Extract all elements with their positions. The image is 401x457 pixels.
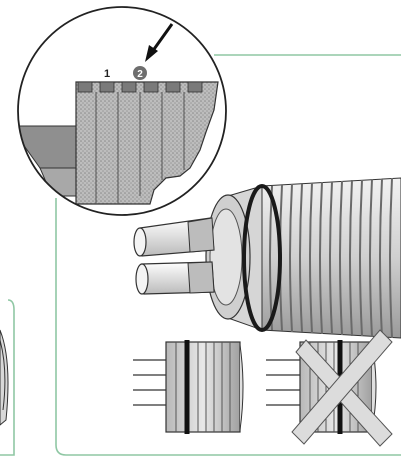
incorrect-position-diagram: [266, 329, 393, 447]
label-1: 1: [104, 68, 110, 80]
label-2: 2: [137, 69, 143, 80]
cross-icon: [291, 329, 393, 447]
left-edge-fragment: [0, 329, 9, 426]
green-frame: [0, 54, 401, 456]
correct-position-diagram: [133, 340, 244, 434]
seal-ring: [242, 184, 282, 332]
label-2-badge: [133, 66, 147, 80]
detail-callout: 1 2: [17, 6, 227, 216]
arrow-icon: [145, 23, 174, 62]
pipe-assembly: [133, 177, 401, 339]
